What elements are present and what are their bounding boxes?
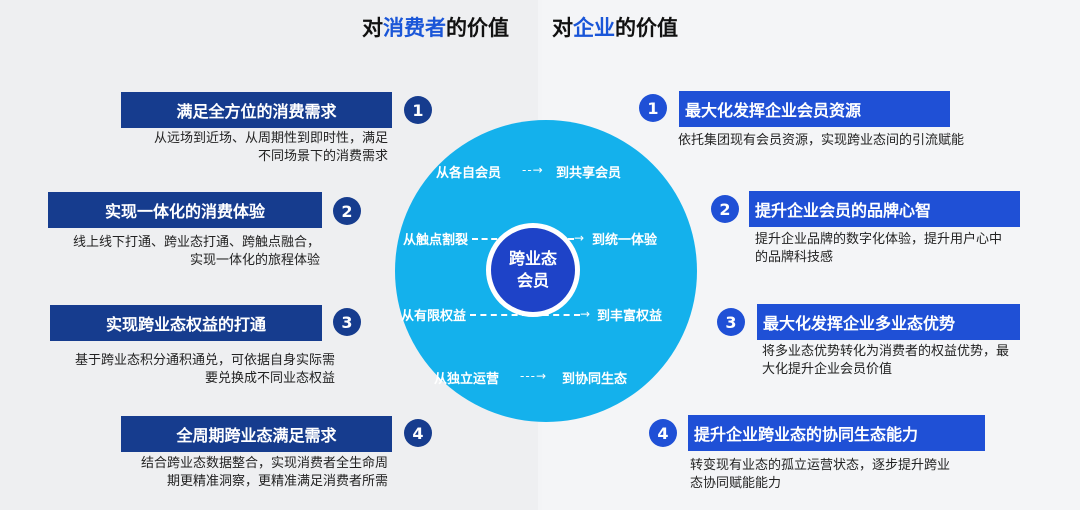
desc-line: 的品牌科技感 bbox=[755, 250, 834, 265]
consumer-value-title: 对消费者的价值 bbox=[362, 12, 509, 42]
consumer-item-desc: 线上线下打通、跨业态打通、跨触点融合， 实现一体化的旅程体验 bbox=[73, 234, 320, 270]
number-badge: 2 bbox=[333, 197, 361, 225]
desc-line: 将多业态优势转化为消费者的权益优势，最 bbox=[762, 344, 1010, 359]
consumer-item-title: 全周期跨业态满足需求 bbox=[121, 416, 392, 452]
desc-line: 结合跨业态数据整合，实现消费者全生命周 bbox=[140, 456, 388, 471]
consumer-item-title: 满足全方位的消费需求 bbox=[121, 92, 392, 128]
transition-from: 从独立运营 bbox=[434, 372, 500, 387]
core-label-line2: 会员 bbox=[516, 271, 549, 290]
consumer-item-desc: 基于跨业态积分通积通兑，可依据自身实际需要兑换成不同业态权益 bbox=[75, 352, 335, 388]
desc-line: 期更精准洞察，更精准满足消费者所需 bbox=[166, 474, 388, 489]
title-suffix: 的价值 bbox=[615, 16, 678, 40]
desc-line: 线上线下打通、跨业态打通、跨触点融合， bbox=[72, 235, 320, 250]
cross-format-member-core: 跨业态会员 bbox=[486, 223, 580, 317]
consumer-item-desc: 结合跨业态数据整合，实现消费者全生命周期更精准洞察，更精准满足消费者所需 bbox=[141, 455, 388, 491]
consumer-item-desc: 从远场到近场、从周期性到即时性，满足不同场景下的消费需求 bbox=[154, 130, 388, 166]
desc-line: 依托集团现有会员资源，实现跨业态间的引流赋能 bbox=[678, 133, 965, 148]
transition-to: 到共享会员 bbox=[556, 166, 622, 181]
title-suffix: 的价值 bbox=[446, 16, 509, 40]
enterprise-item-title: 最大化发挥企业多业态优势 bbox=[757, 304, 1020, 340]
number-badge: 3 bbox=[717, 308, 745, 336]
consumer-item-title: 实现跨业态权益的打通 bbox=[50, 305, 322, 341]
number-badge: 1 bbox=[404, 96, 432, 124]
title-highlight: 企业 bbox=[573, 16, 615, 40]
transition-from: 从有限权益 bbox=[401, 309, 467, 324]
transition-to: 到协同生态 bbox=[562, 372, 628, 387]
title-highlight: 消费者 bbox=[383, 16, 446, 40]
enterprise-item-title: 提升企业会员的品牌心智 bbox=[749, 191, 1020, 227]
dashed-arrow-icon: → bbox=[574, 231, 585, 245]
enterprise-item-desc: 将多业态优势转化为消费者的权益优势，最大化提升企业会员价值 bbox=[762, 343, 1009, 379]
enterprise-item-title: 提升企业跨业态的协同生态能力 bbox=[688, 415, 985, 451]
number-badge: 4 bbox=[649, 419, 677, 447]
number-badge: 1 bbox=[639, 94, 667, 122]
transition-to: 到统一体验 bbox=[592, 233, 658, 248]
desc-line: 态协同赋能能力 bbox=[690, 476, 782, 491]
desc-line: 实现一体化的旅程体验 bbox=[189, 253, 320, 268]
transition-to: 到丰富权益 bbox=[597, 309, 663, 324]
title-prefix: 对 bbox=[362, 16, 383, 40]
transition-from: 从触点割裂 bbox=[403, 233, 469, 248]
enterprise-value-title: 对企业的价值 bbox=[552, 12, 678, 42]
enterprise-item-desc: 提升企业品牌的数字化体验，提升用户心中的品牌科技感 bbox=[755, 231, 1002, 267]
desc-line: 从远场到近场、从周期性到即时性，满足 bbox=[153, 131, 388, 146]
core-label-line1: 跨业态 bbox=[508, 249, 557, 268]
dashed-arrow-icon: → bbox=[580, 307, 591, 321]
enterprise-item-title: 最大化发挥企业会员资源 bbox=[679, 91, 950, 127]
desc-line: 要兑换成不同业态权益 bbox=[204, 371, 335, 386]
title-prefix: 对 bbox=[552, 16, 573, 40]
number-badge: 4 bbox=[404, 419, 432, 447]
enterprise-item-desc: 依托集团现有会员资源，实现跨业态间的引流赋能 bbox=[678, 132, 964, 150]
consumer-item-title: 实现一体化的消费体验 bbox=[48, 192, 322, 228]
desc-line: 提升企业品牌的数字化体验，提升用户心中 bbox=[755, 232, 1003, 247]
dashed-arrow-icon: ---→ bbox=[520, 369, 548, 383]
dashed-arrow-icon: --→ bbox=[522, 163, 544, 177]
transition-from: 从各自会员 bbox=[436, 166, 502, 181]
desc-line: 基于跨业态积分通积通兑，可依据自身实际需 bbox=[74, 353, 335, 368]
number-badge: 3 bbox=[333, 308, 361, 336]
desc-line: 不同场景下的消费需求 bbox=[257, 149, 388, 164]
number-badge: 2 bbox=[711, 195, 739, 223]
desc-line: 转变现有业态的孤立运营状态，逐步提升跨业 bbox=[690, 458, 951, 473]
desc-line: 大化提升企业会员价值 bbox=[762, 362, 893, 377]
enterprise-item-desc: 转变现有业态的孤立运营状态，逐步提升跨业态协同赋能能力 bbox=[690, 457, 950, 493]
